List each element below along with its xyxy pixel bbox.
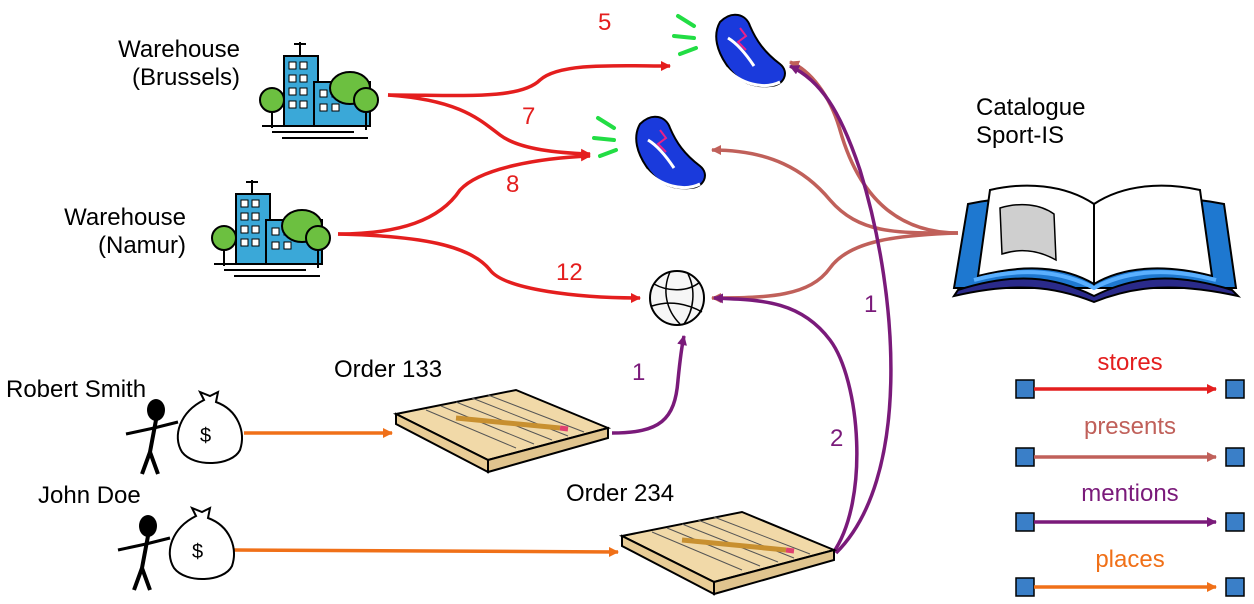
- stores-edges: [337, 60, 671, 303]
- legend: [1015, 379, 1245, 597]
- catalogue-line2: Sport-IS: [976, 122, 1065, 149]
- svg-text:$: $: [192, 541, 203, 563]
- catalogue-label: Catalogue Sport-IS: [976, 94, 1085, 150]
- legend-places-line: [1015, 577, 1245, 597]
- legend-mentions-label: mentions: [1081, 480, 1179, 507]
- legend-presents-line: [1015, 447, 1245, 467]
- edge-brussels-shoe2: [387, 93, 591, 159]
- edge-order133-ball: [611, 335, 687, 435]
- legend-presents-label: presents: [1083, 413, 1177, 440]
- ball-icon: [649, 270, 705, 326]
- edge-namur-shoe2: [337, 151, 591, 236]
- warehouse-brussels-line1: Warehouse: [118, 36, 240, 63]
- notepad-icon: [392, 388, 612, 474]
- edge-john-order234: [233, 546, 619, 557]
- warehouse-namur-label: Warehouse (Namur): [6, 204, 186, 260]
- running-shoe-icon: [592, 115, 706, 190]
- legend-stores-label: stores: [1097, 349, 1163, 376]
- catalogue-line1: Catalogue: [976, 94, 1086, 121]
- quantity-brussels-shoe1: 5: [598, 9, 612, 36]
- edge-catalogue-shoe2: [711, 145, 959, 235]
- customer-john-doe-label: John Doe: [38, 482, 141, 509]
- edge-catalogue-shoe1: [789, 60, 959, 235]
- legend-mentions-line: [1015, 512, 1245, 532]
- quantity-order234-shoe1: 1: [864, 291, 878, 318]
- person-with-money-bag-icon: $: [117, 506, 235, 591]
- presents-edges: [711, 60, 959, 303]
- warehouse-brussels-line2: (Brussels): [131, 64, 240, 91]
- order-234-label: Order 234: [566, 480, 675, 507]
- open-book-icon: [951, 184, 1242, 304]
- quantity-order133-ball: 1: [632, 359, 646, 386]
- running-shoe-icon: [672, 13, 786, 88]
- legend-stores-line: [1015, 379, 1245, 399]
- customer-robert-smith-label: Robert Smith: [6, 376, 147, 403]
- edge-catalogue-ball: [711, 231, 959, 303]
- edge-brussels-shoe1: [387, 60, 671, 98]
- places-edges: [233, 428, 619, 557]
- warehouse-namur-line1: Warehouse: [64, 204, 186, 231]
- warehouse-building-icon: [211, 180, 331, 277]
- notepad-icon: [618, 510, 838, 596]
- mentions-edges: [611, 64, 893, 555]
- person-with-money-bag-icon: $: [125, 390, 243, 475]
- edge-namur-ball: [337, 232, 641, 303]
- quantity-order234-ball: 2: [830, 425, 844, 452]
- edge-order234-ball: [713, 293, 859, 555]
- quantity-brussels-shoe2: 7: [522, 103, 536, 130]
- order-133-label: Order 133: [334, 356, 443, 383]
- warehouse-namur-line2: (Namur): [98, 232, 186, 259]
- legend-places-label: places: [1095, 546, 1165, 573]
- svg-text:$: $: [200, 425, 211, 447]
- quantity-namur-shoe2: 8: [506, 171, 520, 198]
- edge-order234-shoe1: [789, 64, 893, 555]
- quantity-namur-ball: 12: [556, 259, 583, 286]
- warehouse-building-icon: [259, 42, 379, 139]
- warehouse-brussels-label: Warehouse (Brussels): [60, 36, 240, 92]
